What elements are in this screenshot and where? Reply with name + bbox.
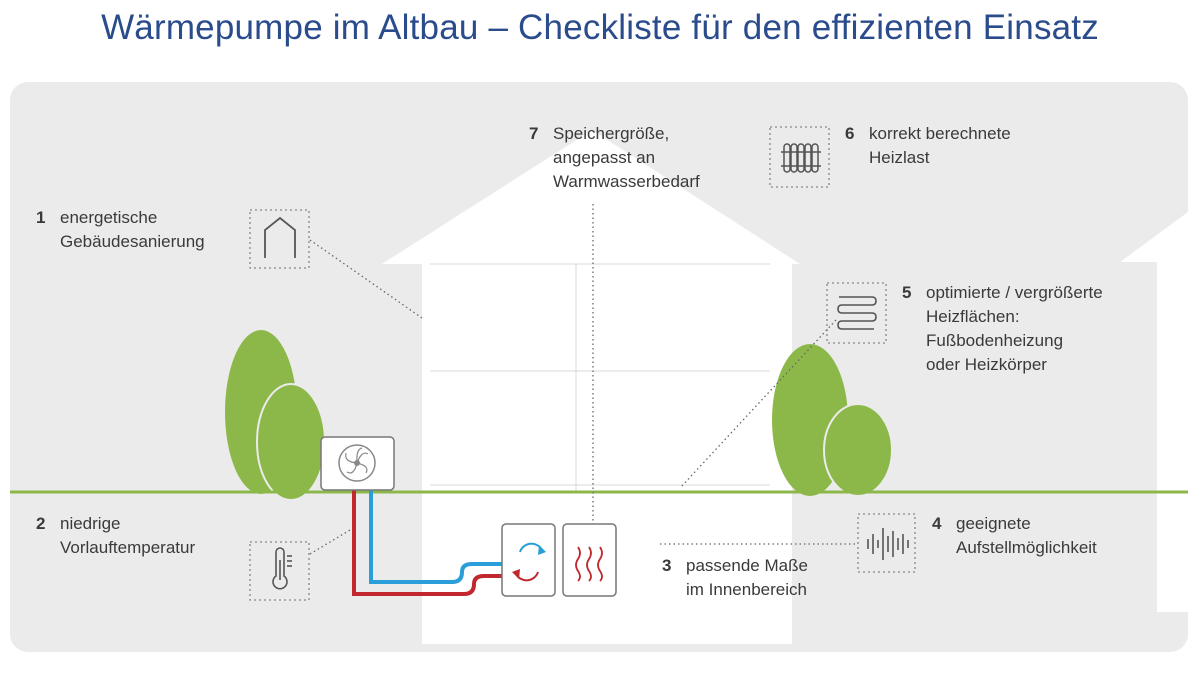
item-7: 7 Speichergröße, angepasst an Warmwasserbe… (529, 122, 700, 194)
item-4-line-2: Aufstellmöglichkeit (956, 538, 1097, 557)
item-2-number: 2 (36, 514, 46, 533)
icon-box-6 (769, 126, 830, 188)
icon-box-1 (249, 209, 310, 269)
item-1-number: 1 (36, 208, 46, 227)
icon-box-2 (249, 541, 310, 601)
tree-right (772, 344, 893, 497)
item-5-line-3: Fußbodenheizung (926, 331, 1064, 350)
house-outline-icon (264, 216, 296, 258)
thermometer-icon (272, 547, 292, 590)
house (382, 130, 800, 644)
fan-icon (338, 444, 376, 482)
item-2-line-2: Vorlauftemperatur (60, 538, 196, 557)
tree-left (225, 330, 326, 501)
item-6-number: 6 (845, 124, 855, 143)
radiator-icon (781, 143, 821, 173)
floor-heating-icon (837, 296, 877, 330)
pipe-hot (352, 487, 502, 596)
item-1-line-2: Gebäudesanierung (60, 232, 205, 251)
sound-wave-icon (867, 528, 909, 560)
indoor-unit-heat-pump (501, 523, 556, 597)
item-3-line-1: passende Maße (686, 556, 808, 575)
icon-box-4 (857, 513, 916, 573)
item-3: 3 passende Maße im Innenbereich (662, 554, 808, 602)
item-2-line-1: niedrige (60, 514, 121, 533)
item-1-line-1: energetische (60, 208, 158, 227)
item-5-line-2: Heizflächen: (926, 307, 1020, 326)
house-diagram (10, 126, 1188, 644)
outdoor-unit (320, 436, 395, 491)
item-6-line-2: Heizlast (869, 148, 930, 167)
item-4-number: 4 (932, 514, 942, 533)
item-3-number: 3 (662, 556, 672, 575)
leader-lines (309, 204, 855, 555)
page-title: Wärmepumpe im Altbau – Checkliste für de… (101, 8, 1099, 47)
item-7-number: 7 (529, 124, 539, 143)
item-4-line-1: geeignete (956, 514, 1031, 533)
item-3-line-2: im Innenbereich (686, 580, 807, 599)
neighbour-house (1120, 212, 1188, 612)
item-5-line-1: optimierte / vergrößerte (926, 283, 1103, 302)
item-7-line-1: Speichergröße, (553, 124, 670, 143)
item-5-line-4: oder Heizkörper (926, 355, 1047, 374)
indoor-unit-storage (562, 523, 617, 597)
item-7-line-2: angepasst an (553, 148, 656, 167)
pipe-cold (369, 487, 502, 584)
item-6-line-1: korrekt berechnete (869, 124, 1011, 143)
item-7-line-3: Warmwasserbedarf (553, 172, 700, 191)
item-5-number: 5 (902, 283, 912, 302)
